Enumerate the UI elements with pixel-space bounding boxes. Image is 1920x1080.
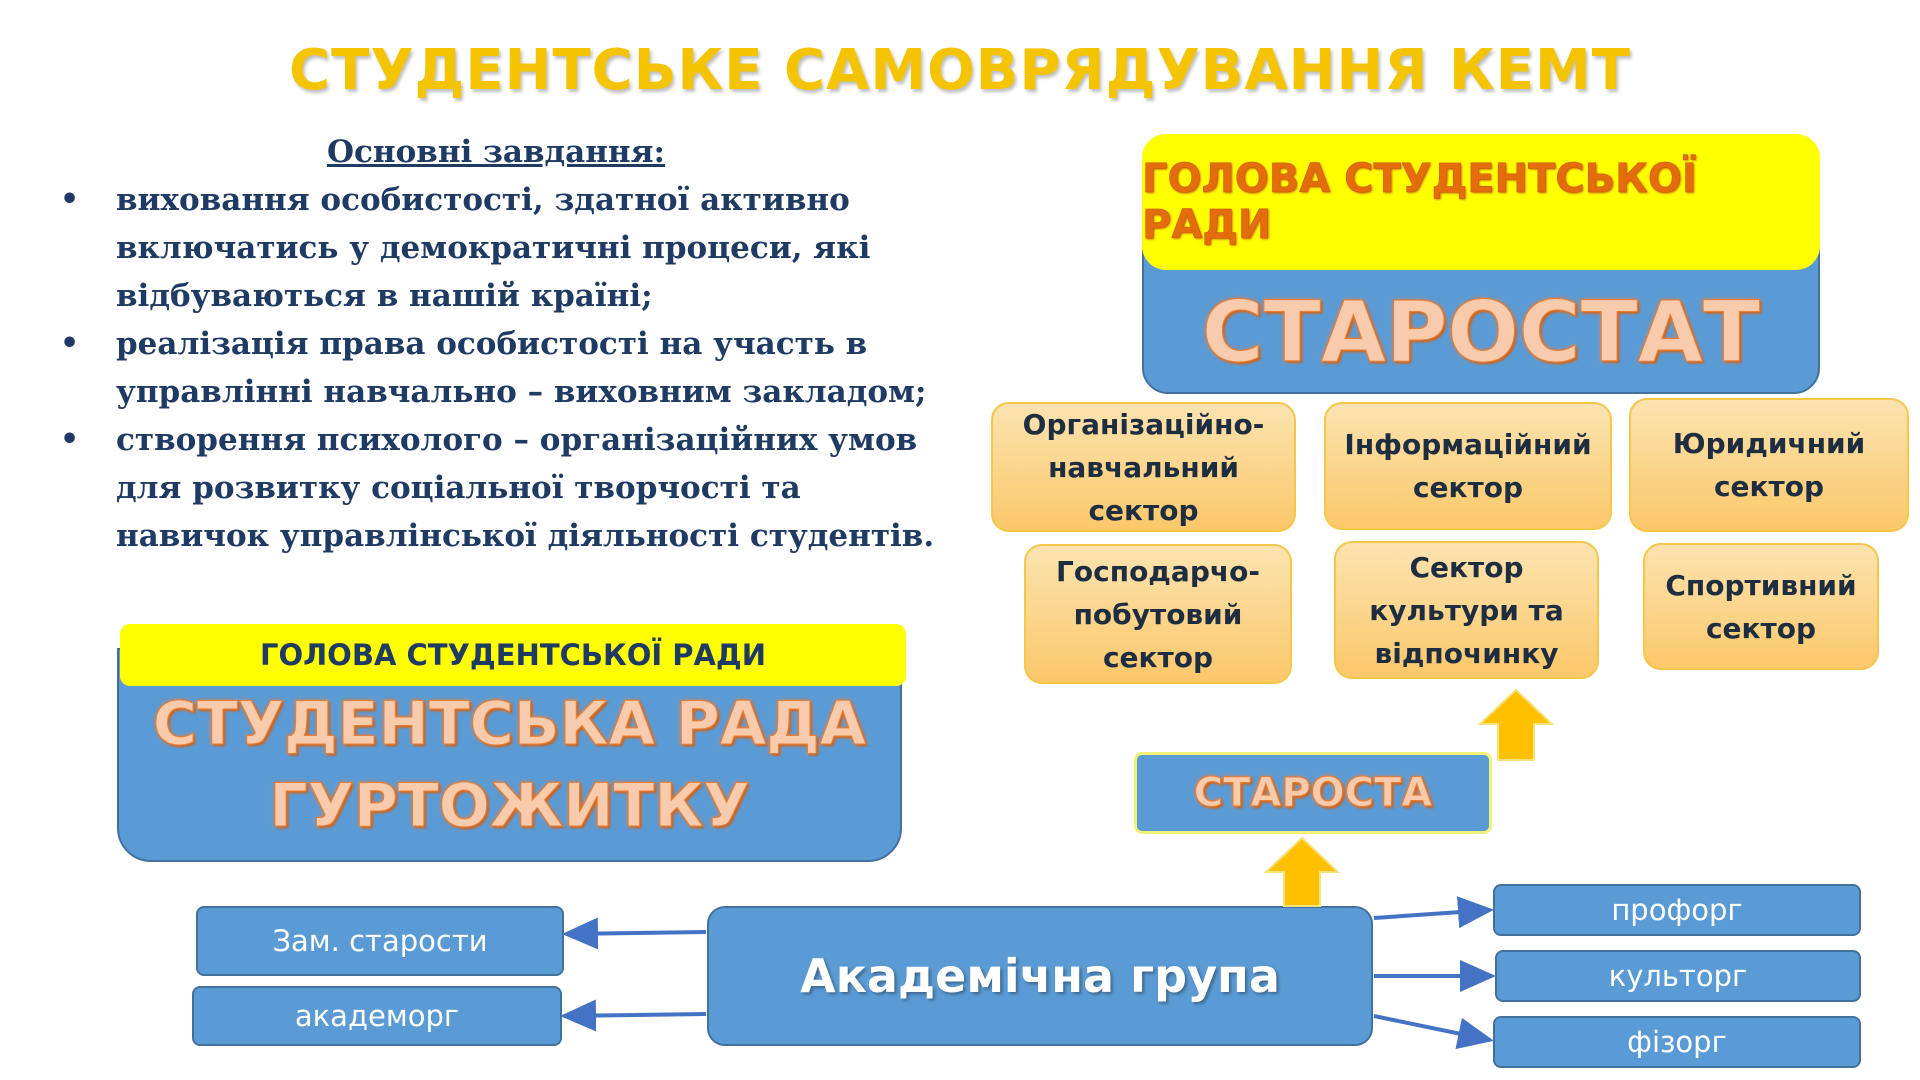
role-kultorg: культорг bbox=[1495, 950, 1861, 1002]
page-title: СТУДЕНТСЬКЕ САМОВРЯДУВАННЯ КЕМТ bbox=[289, 38, 1631, 103]
starosta-box: СТАРОСТА bbox=[1134, 752, 1492, 834]
role-proforg: профорг bbox=[1493, 884, 1861, 936]
sector-label: Організаційно- bbox=[1022, 407, 1265, 441]
connector-arrow bbox=[560, 999, 707, 1032]
tasks-list: виховання особистості, здатної активно в… bbox=[56, 176, 956, 560]
connector-arrow bbox=[1373, 896, 1494, 929]
dorm-council-line2: ГУРТОЖИТКУ bbox=[269, 771, 750, 842]
sector-label: побутовий bbox=[1073, 597, 1243, 631]
tasks-heading: Основні завдання: bbox=[327, 134, 665, 170]
connector-arrow bbox=[1373, 1014, 1494, 1050]
sector-label: відпочинку bbox=[1374, 636, 1559, 670]
sector-culture-leisure: Сектор культури та відпочинку bbox=[1334, 541, 1599, 679]
role-label: Зам. старости bbox=[272, 924, 488, 958]
sector-label: Спортивний bbox=[1665, 568, 1857, 602]
sector-label: навчальний bbox=[1048, 450, 1239, 484]
sector-label: Господарчо- bbox=[1056, 554, 1260, 588]
role-label: академорг bbox=[294, 999, 460, 1033]
tasks-block: Основні завдання: виховання особистості,… bbox=[56, 128, 956, 560]
sector-label: Сектор bbox=[1409, 550, 1524, 584]
sector-label: сектор bbox=[1412, 471, 1524, 504]
sector-legal: Юридичний сектор bbox=[1629, 398, 1909, 532]
role-academorg: академорг bbox=[192, 986, 562, 1046]
sector-organizational-educational: Організаційно- навчальний сектор bbox=[991, 402, 1296, 532]
role-deputy-starosta: Зам. старости bbox=[196, 906, 564, 976]
starosta-label: СТАРОСТА bbox=[1193, 770, 1433, 817]
sector-household: Господарчо- побутовий сектор bbox=[1024, 544, 1292, 684]
sector-label: Юридичний bbox=[1672, 427, 1866, 460]
sector-label: сектор bbox=[1713, 470, 1825, 503]
sector-label: сектор bbox=[1102, 640, 1214, 674]
dorm-head-label: ГОЛОВА СТУДЕНТСЬКОЇ РАДИ bbox=[259, 638, 767, 672]
sector-label: культури та bbox=[1369, 593, 1564, 627]
sector-label: Інформаційний bbox=[1344, 428, 1592, 461]
role-fizorg: фізорг bbox=[1493, 1016, 1861, 1068]
task-item: виховання особистості, здатної активно в… bbox=[56, 176, 956, 320]
sector-label: сектор bbox=[1705, 611, 1817, 645]
academic-group-box: Академічна група bbox=[707, 906, 1373, 1046]
sector-label: сектор bbox=[1088, 493, 1199, 527]
dorm-head-box: ГОЛОВА СТУДЕНТСЬКОЇ РАДИ bbox=[120, 624, 906, 686]
task-item: створення психолого – організаційних умо… bbox=[56, 416, 956, 560]
role-label: культорг bbox=[1608, 959, 1748, 993]
up-arrow-group-to-starosta bbox=[1263, 836, 1341, 907]
role-label: фізорг bbox=[1627, 1025, 1727, 1059]
starostat-head-box: ГОЛОВА СТУДЕНТСЬКОЇ РАДИ bbox=[1142, 134, 1820, 270]
starostat-label: СТАРОСТАТ bbox=[1201, 283, 1761, 382]
starostat-head-label: ГОЛОВА СТУДЕНТСЬКОЇ РАДИ bbox=[1142, 156, 1697, 249]
connector-arrow bbox=[562, 917, 707, 950]
sector-sports: Спортивний сектор bbox=[1643, 543, 1879, 670]
sector-information: Інформаційний сектор bbox=[1324, 402, 1612, 530]
task-item: реалізація права особистості на участь в… bbox=[56, 320, 956, 416]
dorm-council-line1: СТУДЕНТСЬКА РАДА bbox=[152, 689, 867, 760]
role-label: профорг bbox=[1611, 893, 1743, 927]
academic-group-label: Академічна група bbox=[800, 949, 1280, 1003]
up-arrow-starosta-to-sectors bbox=[1477, 688, 1555, 761]
